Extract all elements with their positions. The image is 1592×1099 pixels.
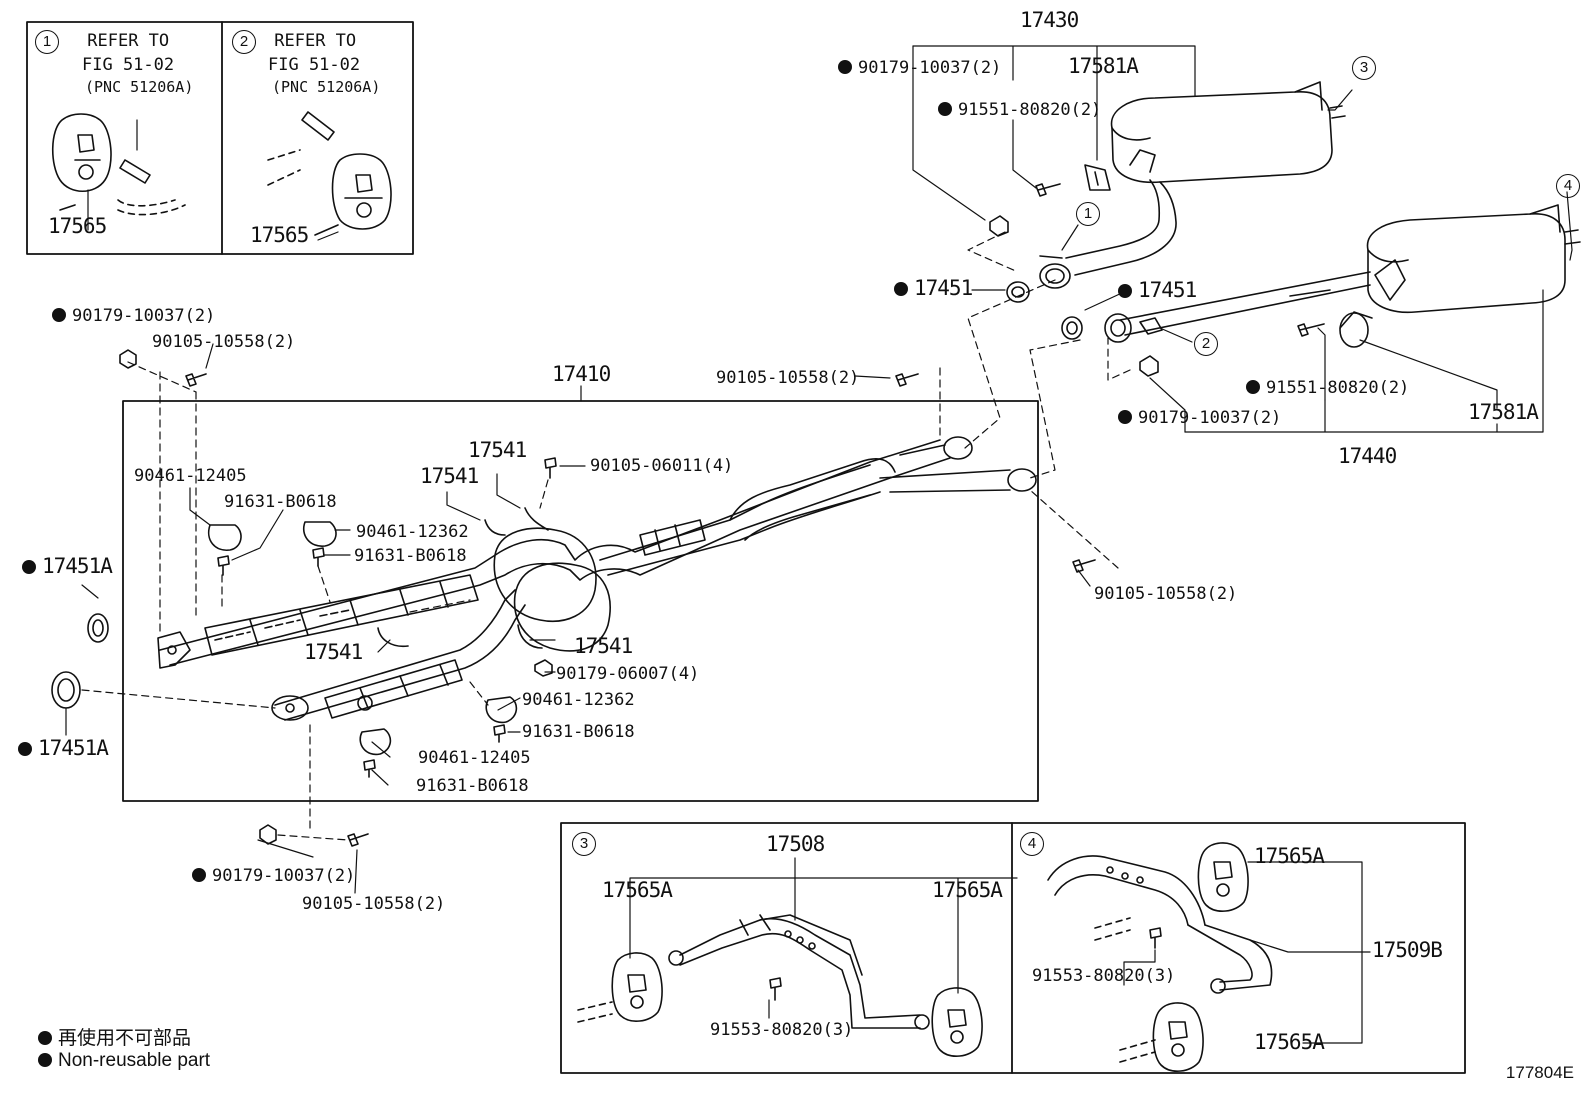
label-17581a-top: 17581A: [1068, 54, 1139, 78]
non-reusable-dot: [22, 560, 36, 574]
label-91551-mid-text: 91551-80820(2): [1266, 378, 1410, 398]
label-17410: 17410: [552, 362, 611, 386]
label-17451-left-text: 17451: [914, 276, 973, 300]
ref1-line3: (PNC 51206A): [85, 78, 194, 96]
label-17565a-bottom: 17565A: [1254, 1030, 1325, 1054]
callout-1-badge: 1: [35, 30, 59, 54]
ref1-line1: REFER TO: [87, 31, 170, 51]
label-17541-d: 17541: [574, 634, 633, 658]
figure-id: 177804E: [1505, 1063, 1574, 1082]
label-91553-b4: 91553-80820(3): [1032, 966, 1176, 986]
label-17509b: 17509B: [1372, 938, 1443, 962]
bracket-panel-frame: [560, 822, 1466, 1074]
legend-dot: [38, 1053, 52, 1067]
non-reusable-dot: [894, 282, 908, 296]
label-90179-mid: 90179-10037(2): [1118, 408, 1281, 428]
legend-en: Non-reusable part: [38, 1050, 210, 1072]
label-91553-b3: 91553-80820(3): [710, 1020, 854, 1040]
callout-1: 1: [1076, 202, 1100, 226]
label-90179-bot-text: 90179-10037(2): [212, 866, 356, 886]
insulator-sketch-2: [267, 111, 392, 236]
label-90179-top: 90179-10037(2): [838, 58, 1001, 78]
legend-en-text: Non-reusable part: [58, 1050, 211, 1071]
label-17451-right: 17451: [1118, 278, 1197, 302]
label-17451a-top: 17451A: [22, 554, 113, 578]
ref1-line2: FIG 51-02: [82, 55, 175, 75]
label-90179-upleft: 90179-10037(2): [52, 306, 215, 326]
label-17541-c: 17541: [304, 640, 363, 664]
front-pipe-17410-artwork: [157, 436, 1037, 721]
legend-jp: 再使用不可部品: [38, 1023, 191, 1050]
bracket-17508-artwork: [577, 914, 983, 1057]
label-17451a-bot: 17451A: [18, 736, 109, 760]
label-17430: 17430: [1020, 8, 1079, 32]
label-90105-bot: 90105-10558(2): [302, 894, 446, 914]
label-91551-mid: 91551-80820(2): [1246, 378, 1409, 398]
ref2-line2: FIG 51-02: [268, 55, 361, 75]
label-17451a-bot-text: 17451A: [38, 736, 109, 760]
label-90461-d: 90461-12405: [418, 748, 531, 768]
non-reusable-dot: [1118, 410, 1132, 424]
label-90461-c: 90461-12362: [522, 690, 635, 710]
non-reusable-dot: [192, 868, 206, 882]
label-17565a-top: 17565A: [1254, 844, 1325, 868]
non-reusable-dot: [1246, 380, 1260, 394]
label-91631-d: 91631-B0618: [416, 776, 529, 796]
label-91631-b: 91631-B0618: [354, 546, 467, 566]
label-91631-c: 91631-B0618: [522, 722, 635, 742]
label-17451a-top-text: 17451A: [42, 554, 113, 578]
label-17541-b: 17541: [420, 464, 479, 488]
non-reusable-dot: [18, 742, 32, 756]
label-91551-top: 91551-80820(2): [938, 100, 1101, 120]
panel-4-badge: 4: [1020, 832, 1044, 856]
label-90105-06011: 90105-06011(4): [590, 456, 734, 476]
insulator-sketch-1: [51, 113, 186, 216]
legend-dot: [38, 1031, 52, 1045]
label-90105-upleft: 90105-10558(2): [152, 332, 296, 352]
ref-panel-frame: [26, 21, 414, 255]
label-17451-right-text: 17451: [1138, 278, 1197, 302]
label-17581a-mid: 17581A: [1468, 400, 1539, 424]
panel-3-badge: 3: [572, 832, 596, 856]
label-90105-center: 90105-10558(2): [716, 368, 860, 388]
ref2-part-label: 17565: [250, 223, 309, 247]
label-91551-top-text: 91551-80820(2): [958, 100, 1102, 120]
ref-panel-1-text: 1 REFER TO FIG 51-02 (PNC 51206A): [35, 30, 193, 98]
label-90461-b: 90461-12362: [356, 522, 469, 542]
label-17508: 17508: [766, 832, 825, 856]
label-90179-upleft-text: 90179-10037(2): [72, 306, 216, 326]
label-17541-a: 17541: [468, 438, 527, 462]
bracket-17509b-artwork: [1047, 842, 1273, 1072]
label-91631-a: 91631-B0618: [224, 492, 337, 512]
non-reusable-dot: [52, 308, 66, 322]
label-90105-right: 90105-10558(2): [1094, 584, 1238, 604]
callout-2: 2: [1194, 332, 1218, 356]
callout-2-badge: 2: [232, 30, 256, 54]
legend-jp-text: 再使用不可部品: [58, 1028, 192, 1049]
label-17440: 17440: [1338, 444, 1397, 468]
ref2-line1: REFER TO: [274, 31, 357, 51]
label-90179-bot: 90179-10037(2): [192, 866, 355, 886]
label-90179-top-text: 90179-10037(2): [858, 58, 1002, 78]
label-90179-06007: 90179-06007(4): [556, 664, 700, 684]
ref2-line3: (PNC 51206A): [272, 78, 381, 96]
ref-panel-2-text: 2 REFER TO FIG 51-02 (PNC 51206A): [232, 30, 380, 98]
non-reusable-dot: [1118, 284, 1132, 298]
label-17451-left: 17451: [894, 276, 973, 300]
label-90179-mid-text: 90179-10037(2): [1138, 408, 1282, 428]
ref1-part-label: 17565: [48, 214, 107, 238]
label-17565a-left: 17565A: [602, 878, 673, 902]
callout-4: 4: [1556, 174, 1580, 198]
non-reusable-dot: [838, 60, 852, 74]
callout-3: 3: [1352, 56, 1376, 80]
muffler-17430-artwork: [1039, 81, 1346, 289]
non-reusable-dot: [938, 102, 952, 116]
label-90461-a: 90461-12405: [134, 466, 247, 486]
label-17565a-right: 17565A: [932, 878, 1003, 902]
muffler-17440-artwork: [1104, 204, 1581, 348]
